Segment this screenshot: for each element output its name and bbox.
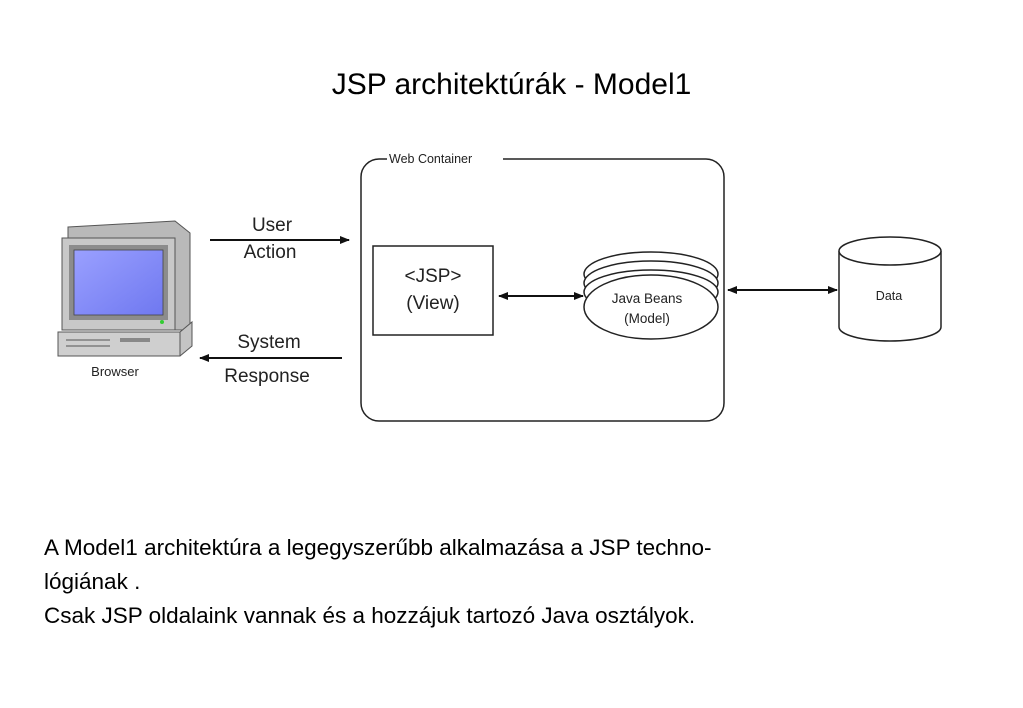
jsp-view-box: <JSP> (View) <box>372 245 494 336</box>
browser-label: Browser <box>91 364 139 379</box>
data-cylinder: Data <box>838 236 942 342</box>
jsp-label: <JSP> <box>404 266 461 287</box>
user-action-label-1: User <box>252 215 293 236</box>
system-response-label-1: System <box>237 332 300 353</box>
container-label: Web Container <box>389 152 472 166</box>
page-title: JSP architektúrák - Model1 <box>331 68 692 101</box>
view-label: (View) <box>406 293 460 314</box>
description-line-1: A Model1 architektúra a legegyszerűbb al… <box>44 535 712 560</box>
description-line-2: lógiának . <box>44 569 141 594</box>
user-action-label-2: Action <box>244 242 297 263</box>
web-container: Web Container <box>360 151 725 422</box>
data-label: Data <box>876 289 902 303</box>
computer-icon <box>57 220 193 357</box>
description: A Model1 architektúra a legegyszerűbb al… <box>44 531 1004 633</box>
system-response-label-2: Response <box>224 366 310 387</box>
description-line-3: Csak JSP oldalaink vannak és a hozzájuk … <box>44 603 696 628</box>
java-beans-model: Java Beans (Model) <box>583 251 719 340</box>
java-beans-label: Java Beans <box>612 291 683 306</box>
model-label: (Model) <box>624 311 670 326</box>
